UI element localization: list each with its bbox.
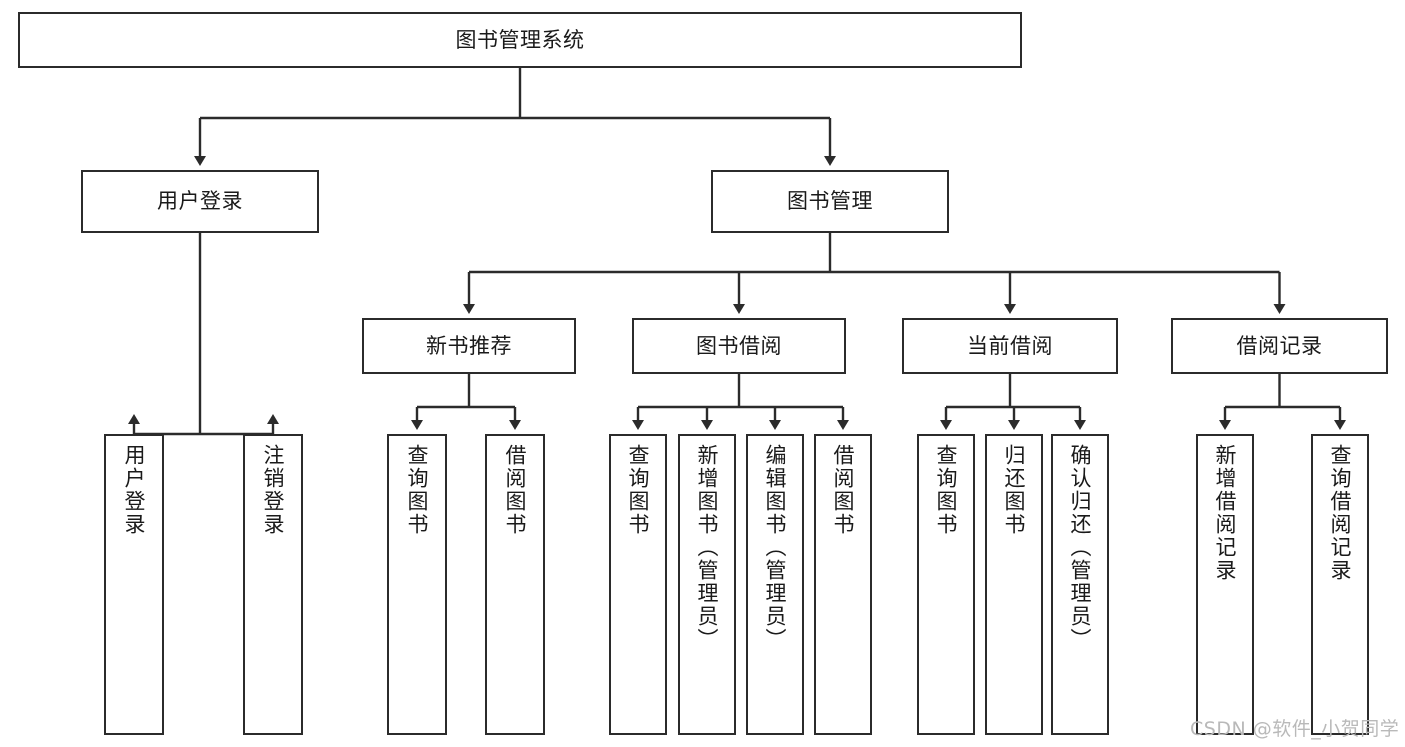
node-user-login-do[interactable]: 用户登录 [104, 434, 164, 735]
node-record-query[interactable]: 查询借阅记录 [1311, 434, 1369, 735]
node-label: 新增图书（管理员） [695, 444, 720, 651]
node-label: 用户登录 [157, 189, 243, 214]
node-new-book-recommend[interactable]: 新书推荐 [362, 318, 576, 374]
node-borrow-record[interactable]: 借阅记录 [1171, 318, 1388, 374]
node-label: 图书借阅 [696, 333, 782, 358]
node-label: 查询图书 [405, 444, 430, 536]
node-recommend-query-book[interactable]: 查询图书 [387, 434, 447, 735]
node-label: 借阅记录 [1236, 333, 1323, 358]
node-label: 图书管理 [787, 189, 873, 214]
node-borrow-query-book[interactable]: 查询图书 [609, 434, 667, 735]
node-root[interactable]: 图书管理系统 [18, 12, 1022, 68]
node-book-management[interactable]: 图书管理 [711, 170, 949, 233]
node-record-add[interactable]: 新增借阅记录 [1196, 434, 1254, 735]
node-current-return-book[interactable]: 归还图书 [985, 434, 1043, 735]
node-label: 查询图书 [934, 444, 959, 536]
node-borrow-add-book[interactable]: 新增图书（管理员） [678, 434, 736, 735]
node-borrow-edit-book[interactable]: 编辑图书（管理员） [746, 434, 804, 735]
node-current-query-book[interactable]: 查询图书 [917, 434, 975, 735]
node-label: 确认归还（管理员） [1068, 444, 1093, 651]
node-book-borrow[interactable]: 图书借阅 [632, 318, 846, 374]
watermark-text: CSDN @软件_小贺同学 [1190, 718, 1400, 740]
node-label: 新书推荐 [426, 333, 512, 358]
node-label: 编辑图书（管理员） [763, 444, 788, 651]
node-label: 新增借阅记录 [1213, 444, 1238, 582]
node-label: 注销登录 [261, 444, 286, 536]
node-label: 借阅图书 [831, 444, 856, 536]
node-label: 归还图书 [1002, 444, 1027, 536]
node-label: 用户登录 [122, 444, 147, 536]
node-user-login[interactable]: 用户登录 [81, 170, 319, 233]
node-borrow-borrow-book[interactable]: 借阅图书 [814, 434, 872, 735]
node-current-confirm-return[interactable]: 确认归还（管理员） [1051, 434, 1109, 735]
node-label: 借阅图书 [503, 444, 528, 536]
node-recommend-borrow-book[interactable]: 借阅图书 [485, 434, 545, 735]
node-label: 查询图书 [626, 444, 651, 536]
node-label: 图书管理系统 [455, 27, 585, 52]
node-label: 当前借阅 [967, 333, 1053, 358]
node-user-logout[interactable]: 注销登录 [243, 434, 303, 735]
node-label: 查询借阅记录 [1328, 444, 1353, 582]
node-current-borrow[interactable]: 当前借阅 [902, 318, 1118, 374]
